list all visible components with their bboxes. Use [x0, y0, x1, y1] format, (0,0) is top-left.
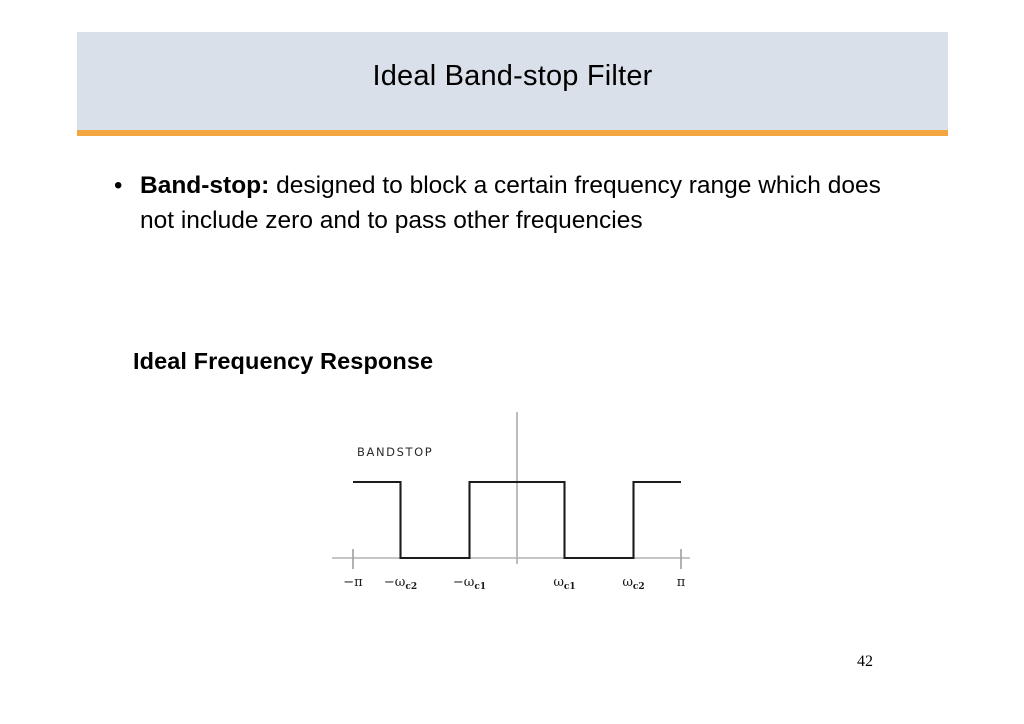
tick-label-neg-omega-c2: −ωc2 [384, 575, 417, 592]
tick-label-neg-pi-main: −π [343, 575, 363, 590]
frequency-response-figure: BANDSTOP −π −ωc2 −ωc1 ωc1 ωc2 π [320, 404, 704, 600]
tick-label-omega-c2-sub: c2 [633, 582, 645, 592]
tick-label-omega-c1-sub: c1 [564, 582, 576, 592]
bullet-dot-icon: • [114, 172, 123, 199]
page-title: Ideal Band-stop Filter [372, 60, 653, 92]
bullet-list: • Band-stop: designed to block a certain… [110, 168, 900, 238]
bandstop-response-chart: BANDSTOP −π −ωc2 −ωc1 ωc1 ωc2 π [332, 412, 690, 592]
response-trace [353, 480, 681, 560]
bullet-text: Band-stop: designed to block a certain f… [140, 168, 900, 238]
tick-label-neg-pi: −π [343, 575, 363, 590]
bullet-lead-label: Band-stop: [140, 172, 270, 199]
tick-label-omega-c1: ωc1 [553, 575, 575, 592]
tick-label-neg-omega-c2-main: −ω [384, 575, 406, 590]
section-heading: Ideal Frequency Response [133, 348, 434, 374]
bullet-body-text: designed to block a certain frequency ra… [140, 172, 881, 234]
tick-label-omega-c1-main: ω [553, 575, 564, 590]
slide-page-number: 42 [857, 653, 873, 670]
tick-label-neg-omega-c1-main: −ω [453, 575, 475, 590]
tick-label-neg-omega-c1: −ωc1 [453, 575, 486, 592]
tick-label-pos-pi-main: π [677, 575, 686, 590]
list-item: • Band-stop: designed to block a certain… [110, 168, 900, 238]
chart-title-label: BANDSTOP [357, 445, 433, 459]
title-banner: Ideal Band-stop Filter [77, 32, 948, 136]
x-tick-labels: −π −ωc2 −ωc1 ωc1 ωc2 π [343, 575, 685, 592]
tick-label-neg-omega-c1-sub: c1 [474, 582, 486, 592]
tick-label-neg-omega-c2-sub: c2 [405, 582, 417, 592]
tick-label-pos-pi: π [677, 575, 686, 590]
tick-label-omega-c2: ωc2 [622, 575, 644, 592]
tick-label-omega-c2-main: ω [622, 575, 633, 590]
